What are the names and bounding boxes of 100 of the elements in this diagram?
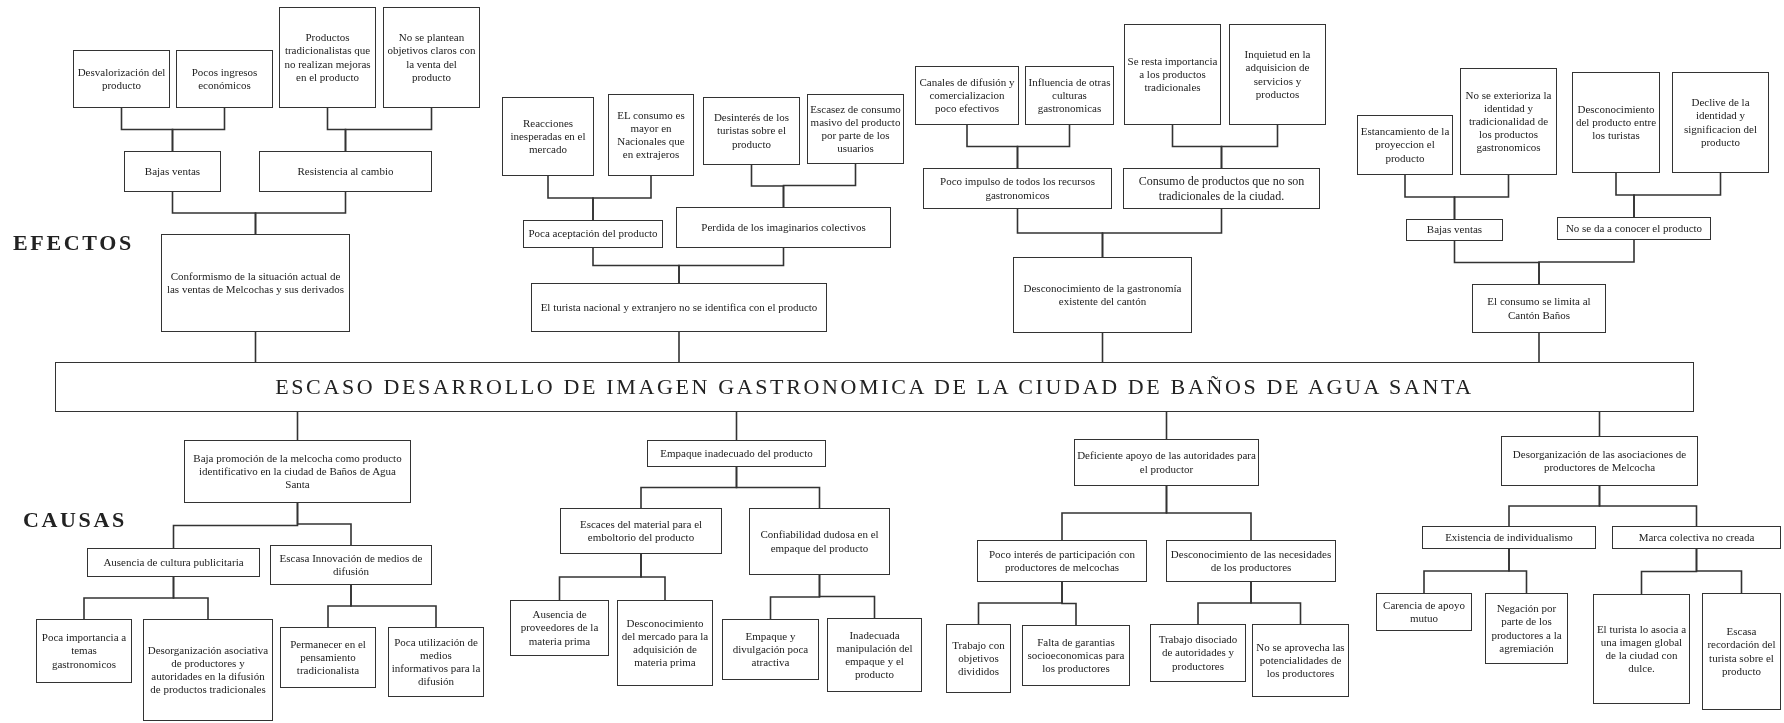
cause-box [977,540,1147,582]
cause-box [1022,625,1130,686]
connector-line [254,331,257,363]
connector-line [678,331,680,363]
box-text: No se plantean objetivos claros con la venta del producto [386,31,477,84]
box-text: Permanecer en el pensamiento tradicionalista [289,637,367,678]
box-text: Escaces del material para el emboltorio del producto [578,517,704,545]
box-text: No se aprovecha las potencialidades de los productores [1255,640,1346,681]
effect-box [1229,24,1326,125]
connector-line [1101,332,1104,363]
cause-box [617,600,713,686]
connector-line [296,502,352,546]
connector-line [678,247,785,284]
connector-line [592,175,652,221]
cause-box [1376,593,1472,631]
connector-line [1695,548,1743,594]
connector-line [1220,124,1279,169]
box-text: Poco impulso de todos los recursos gastronomicos [939,175,1096,202]
effect-box [279,7,376,108]
cause-box [647,440,826,467]
connector-line [254,191,347,235]
effect-box [1025,66,1114,125]
connector-line [782,163,857,208]
effect-box [1572,72,1660,173]
central-problem-box [55,362,1694,412]
box-text: Se resta importancia a los productos tradicionales [1127,54,1218,95]
effect-box [1672,72,1769,173]
box-text: Empaque y divulgación poca atractiva [731,629,810,670]
box-text: Desorganización asociativa de productores y autoridades en la difusión de productos tradicionales [146,643,270,697]
box-text: Inquietud en la adquisicion de servicios y productos [1243,48,1312,101]
box-text: Escasa Innovación de medios de difusión [278,551,424,579]
section-heading: EFECTOS [13,229,134,257]
problem-statement: ESCASO DESARROLLO DE IMAGEN GASTRONOMICA DE LA CIUDAD DE BAÑOS DE AGUA SANTA [275,373,1474,401]
effect-box [73,50,170,108]
effect-box [383,7,480,108]
cause-box [36,619,132,683]
box-text: El consumo se limita al Cantón Baños [1486,295,1592,322]
effect-box [807,94,904,164]
box-text: Resistencia al cambio [297,164,394,179]
connector-line [172,576,209,620]
box-text: Marca colectiva no creada [1638,530,1755,545]
effect-box [703,97,800,165]
cause-box [1422,526,1596,549]
box-text: Bajas ventas [144,164,201,179]
box-text: Desvalorización del producto [76,65,167,93]
box-text: Desconocimiento del producto entre los turistas [1575,102,1657,143]
connector-line [1508,548,1528,594]
cause-box [1485,593,1568,664]
box-text: Confiabilidad dudosa en el empaque del producto [759,528,880,555]
cause-box [1166,540,1336,582]
box-text: Influencia de otras culturas gastronomicas [1028,75,1111,116]
effect-box [259,151,432,192]
box-text: Existencia de individualismo [1445,530,1573,545]
box-text: Negación por parte de los productores a la agremiación [1490,602,1563,655]
box-text: Ausencia de proveedores de la materia prima [519,608,600,648]
cause-box [1612,526,1781,549]
box-text: Estancamiento de la proyeccion el producto [1360,125,1450,165]
connector-line [1538,239,1635,285]
connector-line [1061,581,1077,626]
effect-box [676,207,891,248]
box-text: Ausencia de cultura publicitaria [103,555,244,570]
box-text: Canales de difusión y comercializacion poco efectivos [918,75,1016,116]
box-text: Perdida de los imaginarios colectivos [701,220,866,235]
cause-box [1074,439,1259,486]
cause-box [560,508,722,554]
box-text: Desorganización de las asociaciones de productores de Melcocha [1511,447,1688,475]
effect-box [1460,68,1557,175]
box-text: El turista nacional y extranjero no se identifica con el producto [540,300,818,315]
connector-line [1016,124,1071,169]
box-text: Declive de la identidad y significacion del producto [1683,96,1758,149]
box-text: Desconocimiento de las necesidades de los productores [1169,547,1333,575]
effect-box [608,94,694,176]
effect-box [1357,115,1453,175]
cause-box [1593,594,1690,704]
effect-box [502,97,594,176]
connector-line [1598,485,1698,527]
section-heading: CAUSAS [23,506,127,534]
box-text: Poca utilización de medios informativos para la difusión [391,635,481,689]
box-text: Poca aceptación del producto [528,227,658,241]
box-text: Trabajo con objetivos divididos [951,638,1006,679]
box-text: Inadecuada manipulación del empaque y el producto [835,628,914,682]
box-text: Desinterés de los turistas sobre el producto [712,111,791,151]
effect-box [124,151,221,192]
effect-box [1124,24,1221,125]
connector-line [1165,411,1168,440]
box-text: Desconocimiento del mercado para la adquisición de materia prima [620,616,710,670]
box-text: Deficiente apoyo de las autoridades para el productor [1077,449,1256,476]
cause-box [280,627,376,688]
effect-box [176,50,273,108]
connector-line [171,107,226,152]
box-text: Falta de garantias socioeconomicas para los productores [1026,635,1126,676]
effect-box [531,283,827,332]
box-text: Empaque inadecuado del producto [660,446,813,461]
box-text: Poco interés de participación con productores de melcochas [988,547,1136,575]
cause-box [270,545,432,585]
box-text: Conformismo de la situación actual de las ventas de Melcochas y sus derivados [165,269,346,297]
cause-box [722,619,819,680]
effect-box [915,66,1019,125]
box-text: Productos tradicionalistas que no realizan mejoras en el producto [283,31,372,84]
connector-line [1250,581,1302,625]
